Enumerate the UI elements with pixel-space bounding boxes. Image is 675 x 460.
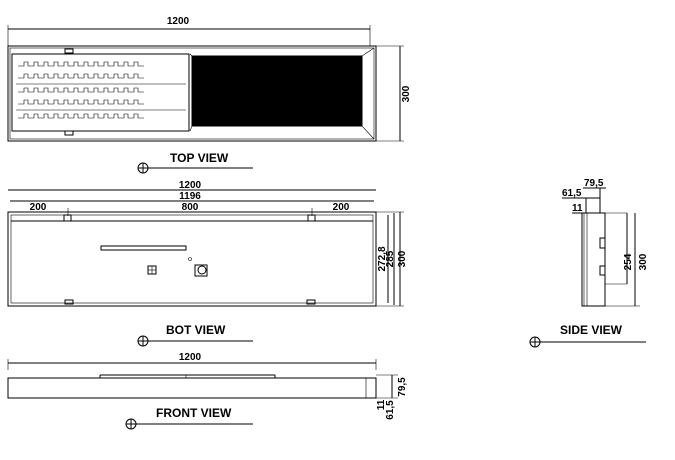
bot-view-title: BOT VIEW xyxy=(166,323,226,337)
bot-height-3-dim: 300 xyxy=(397,250,408,267)
bot-view-symbol xyxy=(137,335,253,347)
front-depth-2-dim: 11 xyxy=(376,399,387,410)
top-view: 1200 300 xyxy=(7,16,412,174)
side-height-1-dim: 254 xyxy=(623,253,634,270)
bot-width-overall-dim: 1200 xyxy=(179,180,202,191)
bot-center-span-dim: 800 xyxy=(182,202,199,213)
front-width-dim: 1200 xyxy=(179,352,202,363)
side-depth-3-dim: 11 xyxy=(572,203,583,214)
top-outer-frame xyxy=(7,45,377,142)
front-depth-1-dim: 79,5 xyxy=(397,377,408,397)
top-controller-panel xyxy=(11,53,190,132)
side-depth-2-dim: 61,5 xyxy=(562,188,582,199)
bot-right-offset-dim: 200 xyxy=(333,202,350,213)
top-view-title: TOP VIEW xyxy=(170,151,229,165)
bot-width-inner-dim: 1196 xyxy=(179,191,201,202)
top-connector-rows xyxy=(16,61,186,119)
side-height-2-dim: 300 xyxy=(638,253,649,270)
side-view-title: SIDE VIEW xyxy=(560,323,623,337)
top-width-dim: 1200 xyxy=(167,16,190,27)
front-view-symbol xyxy=(125,418,253,430)
bot-handle-bar xyxy=(100,245,187,251)
bot-height-2-dim: 285 xyxy=(385,250,396,267)
side-depth-1-dim: 79,5 xyxy=(584,178,604,189)
side-view: 79,5 61,5 11 254 300 SIDE VIEW xyxy=(529,178,649,348)
side-profile xyxy=(581,212,606,307)
top-display-area xyxy=(191,55,363,127)
bot-height-1-dim: 272,8 xyxy=(377,246,388,271)
front-depth-3-dim: 61,5 xyxy=(385,400,396,420)
bot-left-offset-dim: 200 xyxy=(30,202,47,213)
bot-outer-frame xyxy=(7,211,377,307)
front-view-title: FRONT VIEW xyxy=(156,406,232,420)
front-view: 1200 79,5 11 61,5 FRONT VIEW xyxy=(7,352,408,430)
front-outer-frame xyxy=(7,377,377,399)
top-view-symbol xyxy=(137,162,253,174)
bot-view: 1200 1196 200 800 200 272,8 2 xyxy=(7,180,408,347)
top-height-dim: 300 xyxy=(401,85,412,102)
bot-port xyxy=(194,264,208,277)
side-view-symbol xyxy=(529,336,646,348)
